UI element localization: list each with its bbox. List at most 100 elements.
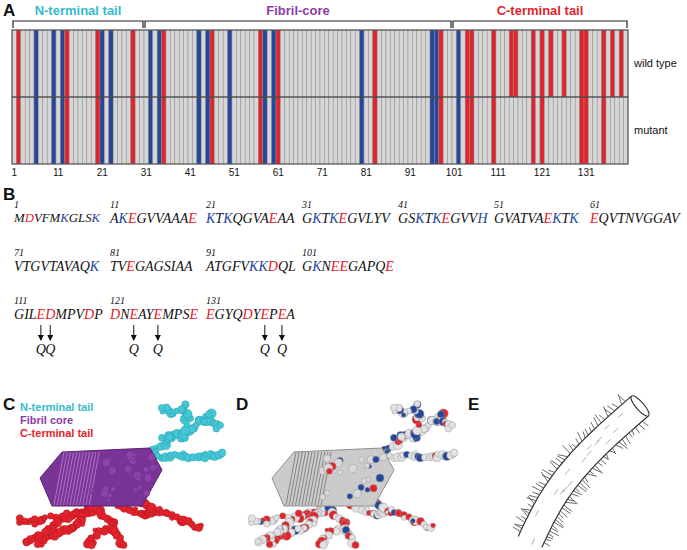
residue-bead (398, 433, 406, 441)
residue-stripe (104, 97, 108, 164)
fibril-hatch (613, 428, 618, 433)
residue-letter: Q (232, 307, 242, 322)
residue-stripe (368, 97, 372, 164)
fibril-hair (573, 491, 582, 495)
residue-letter: G (135, 259, 145, 274)
residue-stripe (21, 97, 25, 164)
residue-stripe (417, 30, 421, 97)
residue-stripe (351, 30, 355, 97)
residue-stripe (118, 97, 122, 164)
fibril-hair (513, 527, 521, 532)
fibril-hair (642, 421, 648, 426)
core-bead (365, 487, 370, 492)
residue-stripe (245, 97, 249, 164)
residue-stripe (307, 30, 311, 97)
panel-letter: E (468, 396, 479, 413)
residue-bead (23, 538, 31, 546)
residue-letter: T (321, 211, 329, 226)
residue-letter: K (119, 211, 128, 226)
residue-letter: V (671, 211, 680, 226)
axis-number: 81 (361, 168, 372, 178)
residue-stripe (285, 97, 289, 164)
residue-stripe (298, 97, 302, 164)
residue-letter: V (147, 211, 156, 226)
residue-stripe (390, 30, 394, 97)
residue-stripe (157, 97, 161, 164)
residue-stripe (56, 30, 60, 97)
fibril-hair (591, 422, 595, 429)
residue-letter: K (249, 259, 258, 274)
residue-letter: E (442, 211, 451, 226)
axis-number: 91 (405, 168, 416, 178)
residue-letter: Q (232, 211, 242, 226)
sequence-chunk: GKTKEGVLYV (302, 212, 390, 226)
residue-stripe (12, 30, 16, 97)
fibril-hair (528, 504, 533, 507)
residue-stripe (166, 30, 170, 97)
residue-letter: K (569, 211, 578, 226)
fibril-hair (583, 432, 585, 439)
residue-letter: V (40, 259, 49, 274)
residue-stripe (544, 30, 548, 97)
fibril-hatch (560, 489, 564, 495)
residue-letter: G (398, 211, 408, 226)
residue-number: 111 (14, 296, 28, 306)
fibril-hair (562, 445, 570, 453)
residue-bead (34, 541, 41, 548)
residue-stripe (16, 97, 20, 164)
residue-stripe (518, 30, 522, 97)
residue-stripe (113, 97, 117, 164)
fibril-hair (550, 461, 557, 469)
fibril-hair (609, 451, 615, 453)
residue-stripe (606, 97, 610, 164)
residue-stripe (25, 97, 29, 164)
fibril-hair (585, 477, 588, 483)
residue-stripe (562, 30, 566, 97)
residue-stripe (360, 30, 364, 97)
residue-stripe (368, 30, 372, 97)
residue-letter: E (590, 211, 599, 226)
residue-letter: V (527, 211, 535, 226)
residue-stripe (241, 30, 245, 97)
residue-stripe (333, 97, 337, 164)
residue-stripe (170, 97, 174, 164)
residue-stripe (434, 97, 438, 164)
residue-stripe (78, 30, 82, 97)
residue-stripe (536, 97, 540, 164)
fibril-hair (576, 488, 580, 492)
core-bead (364, 463, 369, 468)
residue-stripe (571, 30, 575, 97)
residue-stripe (602, 30, 606, 97)
sequence-chunk: ATGFVKKDQL (206, 260, 296, 274)
region-label: C-terminal tail (497, 4, 584, 17)
residue-letter: A (277, 211, 286, 226)
residue-stripe (549, 97, 553, 164)
residue-stripe (254, 97, 258, 164)
residue-stripe (492, 97, 496, 164)
residue-stripe (544, 97, 548, 164)
residue-letter: K (415, 211, 424, 226)
core-bead (323, 455, 331, 463)
residue-stripe (540, 30, 544, 97)
residue-letter: A (260, 211, 269, 226)
residue-stripe (87, 30, 91, 97)
core-bead (106, 498, 110, 502)
residue-stripe (104, 30, 108, 97)
mutation-residue: Q (277, 343, 287, 357)
residue-stripe (109, 30, 113, 97)
residue-stripe (338, 30, 342, 97)
fibril-hatch (554, 489, 558, 495)
residue-stripe (223, 97, 227, 164)
residue-stripe (399, 30, 403, 97)
fibril-hair (536, 483, 544, 488)
residue-number: 121 (110, 296, 125, 306)
residue-stripe (360, 97, 364, 164)
residue-stripe (285, 30, 289, 97)
fibril-hair (594, 417, 598, 426)
sequence-chunk: EQVTNVGGAV (590, 212, 680, 226)
residue-stripe (78, 97, 82, 164)
residue-letter: E (206, 307, 215, 322)
core-bead (102, 459, 110, 467)
residue-bead (23, 539, 29, 545)
residue-stripe (148, 97, 152, 164)
